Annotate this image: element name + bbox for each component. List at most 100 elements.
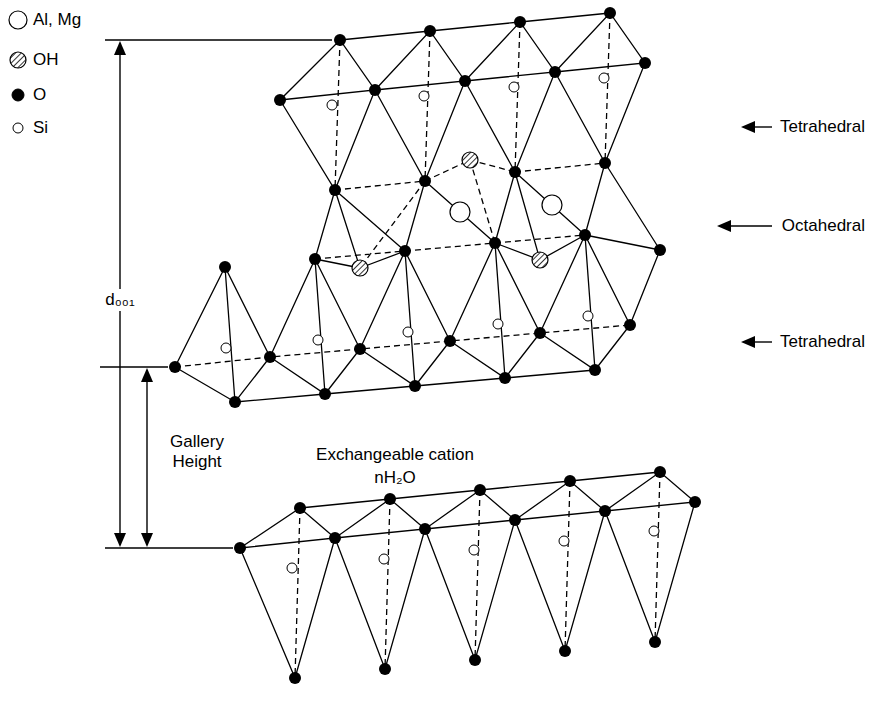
arrow-head — [717, 220, 731, 232]
o-atom — [599, 157, 611, 169]
dimension-label: d₀₀₁ — [102, 289, 137, 311]
o-atom — [444, 335, 456, 347]
legend-symbols — [9, 11, 27, 133]
tetrahedron — [360, 251, 450, 386]
lower-tetrahedral-sheet — [175, 235, 630, 402]
o-atom — [334, 34, 346, 46]
si-atom — [403, 327, 413, 337]
pointer-line — [728, 225, 772, 226]
tetrahedron — [175, 267, 270, 402]
o-atom — [169, 361, 181, 373]
o-atom — [424, 25, 436, 37]
o-atom — [419, 175, 431, 187]
hidden-edge — [175, 325, 630, 367]
arrow-head — [741, 336, 755, 348]
si-atom — [583, 311, 593, 321]
o-atom — [654, 244, 666, 256]
interlayer-label: nH₂O — [374, 468, 416, 488]
o-atom — [654, 466, 666, 478]
oxygen-atoms — [169, 7, 701, 684]
o-atom — [604, 7, 616, 19]
legend-text: O — [33, 85, 46, 105]
si-atom — [493, 319, 503, 329]
o-atom — [534, 327, 546, 339]
o-atom — [264, 351, 276, 363]
tetrahedron — [270, 259, 360, 394]
next-layer-tetrahedral-sheet — [240, 472, 695, 678]
si-atom — [419, 91, 429, 101]
o-atom — [409, 380, 421, 392]
o-atom — [499, 372, 511, 384]
hidden-edge — [335, 13, 610, 190]
hidden-edge — [315, 160, 605, 268]
sheet-edge — [235, 370, 595, 402]
o-atom — [509, 166, 521, 178]
o-atom — [559, 645, 571, 657]
o-atom — [219, 261, 231, 273]
upper-tetrahedral-sheet — [280, 13, 645, 190]
si-atom — [469, 545, 479, 555]
o-atom — [649, 636, 661, 648]
si-atom — [313, 335, 323, 345]
o-atom — [369, 84, 381, 96]
arrow-head — [114, 41, 126, 55]
tetrahedron — [375, 31, 465, 181]
si-symbol — [13, 123, 23, 133]
o-atom — [469, 654, 481, 666]
o-atom — [354, 343, 366, 355]
tetrahedron — [240, 508, 335, 678]
arrow-head — [141, 368, 153, 382]
oh-symbol — [10, 52, 26, 68]
si-atom — [221, 343, 231, 353]
o-atom — [599, 505, 611, 517]
o-atom — [564, 475, 576, 487]
dimension-label: Gallery Height — [152, 432, 242, 472]
silicon-atoms — [221, 73, 659, 573]
interlayer-label: Exchangeable cation — [316, 445, 474, 465]
oh-group — [352, 260, 368, 276]
arrow-head — [741, 121, 755, 133]
tetrahedron — [450, 243, 540, 378]
si-atom — [509, 82, 519, 92]
tetrahedron — [605, 472, 695, 642]
arrow-head — [114, 533, 126, 547]
o-atom — [549, 66, 561, 78]
o-atom — [379, 663, 391, 675]
o-atom — [474, 484, 486, 496]
o-atom — [589, 364, 601, 376]
o-atom — [309, 253, 321, 265]
si-atom — [649, 526, 659, 536]
oh-group — [462, 152, 478, 168]
tetrahedron — [280, 40, 375, 190]
tetrahedron — [555, 13, 645, 163]
o-atom — [624, 319, 636, 331]
o-atom — [579, 229, 591, 241]
gallery-top-line — [100, 366, 168, 367]
legend-text: Si — [33, 118, 48, 138]
o-atom — [459, 75, 471, 87]
oh-group — [532, 252, 548, 268]
o-atom — [329, 532, 341, 544]
si-atom — [559, 536, 569, 546]
gallery-arrow-shaft — [146, 379, 147, 536]
o-atom — [689, 496, 701, 508]
o-atom — [329, 184, 341, 196]
arrow-head — [141, 533, 153, 547]
sheet-label: Tetrahedral — [780, 117, 865, 137]
legend-text: OH — [33, 50, 59, 70]
legend-text: Al, Mg — [33, 10, 81, 30]
o-atom — [234, 542, 246, 554]
o-atom — [514, 16, 526, 28]
si-atom — [599, 73, 609, 83]
o-atom — [274, 94, 286, 106]
o-atom — [319, 388, 331, 400]
d001-bottom-line — [105, 547, 233, 548]
si-atom — [287, 563, 297, 573]
octahedral-sheet — [315, 160, 660, 325]
si-atom — [327, 100, 337, 110]
al-mg-symbol — [9, 11, 27, 29]
si-atom — [379, 554, 389, 564]
tetrahedron — [515, 481, 605, 651]
